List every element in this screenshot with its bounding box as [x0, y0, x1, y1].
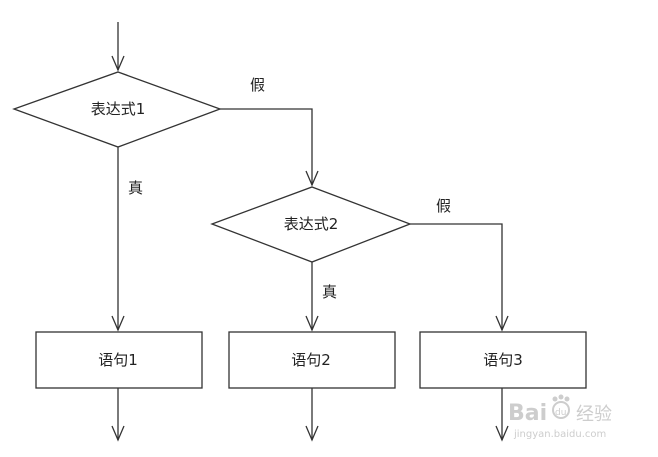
exit-arrow-1 [111, 388, 125, 442]
statement-box-2: 语句2 [228, 331, 396, 389]
edge-d1-false: 假 [220, 76, 319, 187]
watermark-url: jingyan.baidu.com [513, 429, 606, 440]
statement-3-label: 语句3 [483, 351, 523, 369]
watermark-brand-paw: du [555, 408, 566, 418]
statement-1-label: 语句1 [98, 351, 138, 369]
exit-arrow-2 [305, 388, 319, 442]
edge-d2-false-label: 假 [436, 197, 451, 215]
edge-d2-true: 真 [305, 262, 337, 332]
edge-d2-false: 假 [410, 197, 509, 332]
decision-2-label: 表达式2 [284, 215, 339, 233]
decision-diamond-2: 表达式2 [210, 186, 412, 263]
edge-d1-true-label: 真 [128, 179, 143, 197]
edge-d1-true: 真 [111, 147, 143, 332]
entry-arrow [111, 22, 125, 72]
statement-box-3: 语句3 [419, 331, 587, 389]
watermark-brand-latin: Bai [508, 401, 547, 426]
edge-d1-false-label: 假 [250, 76, 265, 94]
exit-arrow-3 [495, 388, 509, 442]
statement-2-label: 语句2 [291, 351, 331, 369]
decision-1-label: 表达式1 [91, 100, 146, 118]
baidu-jingyan-watermark: Bai du 经验 jingyan.baidu.com [508, 394, 612, 440]
statement-box-1: 语句1 [35, 331, 203, 389]
watermark-brand-cn: 经验 [576, 404, 612, 425]
decision-diamond-1: 表达式1 [12, 71, 222, 148]
edge-d2-true-label: 真 [322, 283, 337, 301]
paw-icon [552, 394, 570, 419]
